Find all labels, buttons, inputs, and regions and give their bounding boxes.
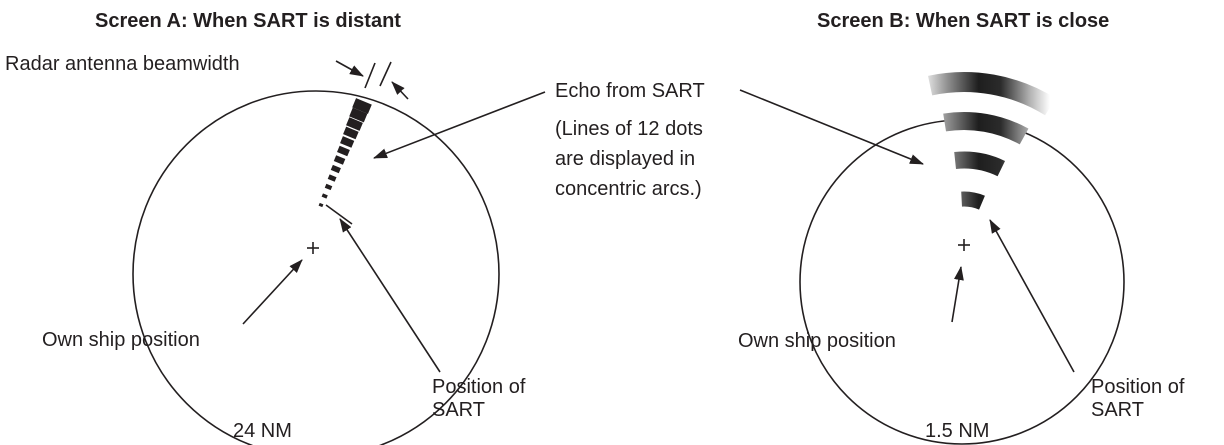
sart-echo-dot bbox=[337, 145, 350, 157]
sart-echo-arc bbox=[954, 151, 1006, 177]
beamwidth-label: Radar antenna beamwidth bbox=[5, 53, 240, 75]
own-ship-marker-b bbox=[958, 239, 970, 251]
sart-echo-arc bbox=[928, 72, 1056, 116]
sart-echo-arc bbox=[961, 191, 985, 210]
own-ship-label-a: Own ship position bbox=[42, 329, 200, 351]
range-label-a: 24 NM bbox=[233, 420, 292, 442]
sart-echo-dot bbox=[343, 126, 359, 140]
sart-echo-arcs bbox=[928, 72, 1056, 210]
range-label-b: 1.5 NM bbox=[925, 420, 989, 442]
sart-echo-dot bbox=[321, 193, 328, 199]
beamwidth-line-right bbox=[379, 61, 392, 87]
screen-b-title: Screen B: When SART is close bbox=[817, 10, 1109, 32]
sart-position-label-b-line2: SART bbox=[1091, 399, 1144, 421]
echo-arrow-a bbox=[373, 91, 546, 159]
beamwidth-arrow-right bbox=[391, 81, 409, 100]
sart-echo-dot bbox=[330, 164, 341, 174]
sart-position-arrow-b bbox=[989, 219, 1075, 373]
sart-echo-dot bbox=[349, 107, 368, 123]
sart-echo-dot bbox=[340, 136, 355, 148]
sart-echo-dot bbox=[324, 183, 333, 191]
sart-position-label-a-line2: SART bbox=[432, 399, 485, 421]
echo-label: Echo from SART bbox=[555, 80, 705, 102]
sart-position-arrow-a bbox=[339, 218, 441, 373]
screen-b: Screen B: When SART is close Own ship po… bbox=[738, 10, 1190, 445]
sart-echo-dot bbox=[318, 202, 324, 208]
own-ship-arrow-a bbox=[242, 259, 303, 325]
screen-b-radar-circle bbox=[799, 119, 1125, 445]
screen-a: Screen A: When SART is distant Radar ant… bbox=[5, 10, 531, 445]
echo-note-line2: are displayed in bbox=[555, 148, 695, 170]
sart-echo-dot bbox=[333, 155, 346, 165]
beamwidth-line-left bbox=[364, 62, 376, 89]
sart-position-label-a: Position of SART bbox=[432, 376, 531, 421]
echo-note-line3: concentric arcs.) bbox=[555, 178, 702, 200]
echo-annotation: Echo from SART (Lines of 12 dots are dis… bbox=[373, 80, 924, 200]
sart-echo-dot bbox=[352, 98, 372, 114]
sart-echo-dot-line bbox=[318, 98, 372, 208]
screen-a-title: Screen A: When SART is distant bbox=[95, 10, 401, 32]
echo-note-line1: (Lines of 12 dots bbox=[555, 118, 703, 140]
echo-note: (Lines of 12 dots are displayed in conce… bbox=[555, 118, 708, 200]
sart-echo-dot bbox=[327, 174, 337, 182]
sart-echo-dot bbox=[346, 117, 363, 131]
echo-arrow-b bbox=[739, 89, 924, 165]
own-ship-marker-a bbox=[307, 242, 319, 254]
screen-a-radar-circle bbox=[132, 90, 500, 445]
sart-position-label-b-line1: Position of bbox=[1091, 376, 1185, 398]
own-ship-arrow-b bbox=[951, 266, 964, 323]
sart-position-label-a-line1: Position of bbox=[432, 376, 526, 398]
sart-echo-arc bbox=[943, 111, 1029, 145]
sart-position-label-b: Position of SART bbox=[1091, 376, 1190, 421]
beamwidth-arrow-left bbox=[335, 60, 364, 77]
sart-position-marker-a bbox=[325, 204, 353, 225]
own-ship-label-b: Own ship position bbox=[738, 330, 896, 352]
